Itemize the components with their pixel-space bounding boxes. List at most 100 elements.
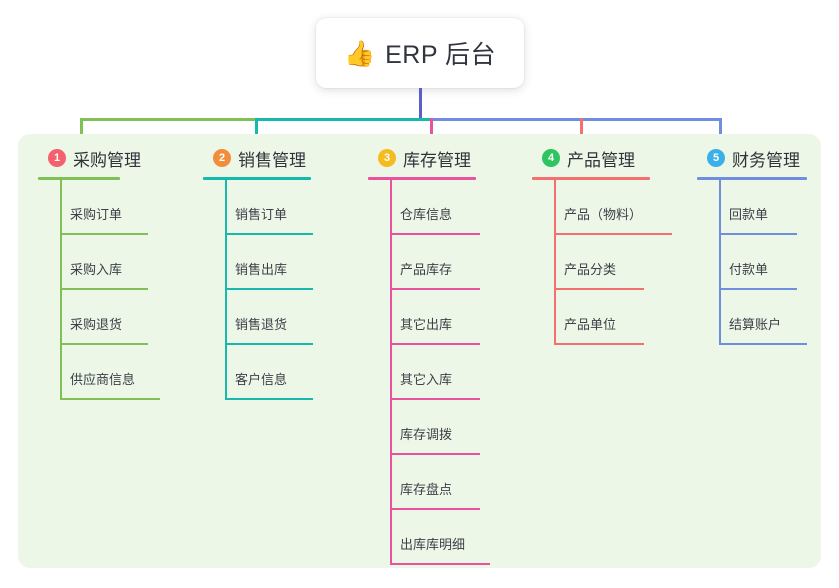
column-spine-1 bbox=[60, 180, 62, 400]
menu-item[interactable]: 产品库存 bbox=[390, 235, 490, 290]
column-badge-icon-3: 3 bbox=[378, 149, 396, 167]
menu-item-rule bbox=[390, 508, 480, 510]
column-items-5: 回款单付款单结算账户 bbox=[697, 180, 819, 345]
menu-item-rule bbox=[390, 288, 480, 290]
column-header-3[interactable]: 3 库存管理 bbox=[368, 146, 490, 170]
menu-item-rule bbox=[719, 343, 807, 345]
menu-item-rule bbox=[390, 453, 480, 455]
menu-item-rule bbox=[225, 343, 313, 345]
column-badge-icon-4: 4 bbox=[542, 149, 560, 167]
column-badge-icon-5: 5 bbox=[707, 149, 725, 167]
menu-item[interactable]: 销售订单 bbox=[225, 180, 325, 235]
column-badge-icon-1: 1 bbox=[48, 149, 66, 167]
menu-item-rule bbox=[60, 343, 148, 345]
menu-item-label: 供应商信息 bbox=[70, 372, 136, 387]
column-header-2[interactable]: 2 销售管理 bbox=[203, 146, 325, 170]
menu-item-label: 采购入库 bbox=[70, 262, 123, 277]
horizontal-connector-segment-1 bbox=[80, 118, 255, 121]
column-4: 4 产品管理产品（物料） 产品分类产品单位 bbox=[532, 146, 672, 345]
menu-item[interactable]: 产品（物料） bbox=[554, 180, 672, 235]
menu-item-rule bbox=[719, 233, 797, 235]
menu-item-label: 其它入库 bbox=[400, 372, 453, 387]
menu-item[interactable]: 结算账户 bbox=[719, 290, 819, 345]
thumbs-up-icon: 👍 bbox=[343, 38, 376, 68]
menu-item[interactable]: 产品分类 bbox=[554, 235, 654, 290]
column-items-3: 仓库信息产品库存其它出库其它入库库存调拨库存盘点出库库明细 bbox=[368, 180, 490, 565]
column-items-2: 销售订单销售出库销售退货客户信息 bbox=[203, 180, 325, 400]
menu-item-label: 产品库存 bbox=[400, 262, 453, 277]
column-spine-2 bbox=[225, 180, 227, 400]
menu-item-label: 产品（物料） bbox=[564, 207, 643, 222]
column-header-rule-1 bbox=[38, 177, 120, 180]
column-header-rule-4 bbox=[532, 177, 650, 180]
menu-item-label: 采购订单 bbox=[70, 207, 123, 222]
menu-item-rule bbox=[60, 288, 148, 290]
column-badge-icon-2: 2 bbox=[213, 149, 231, 167]
menu-item-label: 销售退货 bbox=[235, 317, 288, 332]
menu-item-label: 客户信息 bbox=[235, 372, 288, 387]
root-stem-connector bbox=[419, 88, 422, 121]
column-header-1[interactable]: 1 采购管理 bbox=[38, 146, 160, 170]
root-node[interactable]: 👍 ERP 后台 bbox=[316, 18, 524, 88]
menu-item[interactable]: 采购退货 bbox=[60, 290, 160, 345]
root-title: ERP 后台 bbox=[385, 41, 497, 69]
column-items-1: 采购订单采购入库采购退货供应商信息 bbox=[38, 180, 160, 400]
menu-item-label: 销售订单 bbox=[235, 207, 288, 222]
menu-item-rule bbox=[719, 288, 797, 290]
column-3: 3 库存管理仓库信息产品库存其它出库其它入库库存调拨库存盘点出库库明细 bbox=[368, 146, 490, 565]
column-spine-4 bbox=[554, 180, 556, 345]
menu-item-rule bbox=[554, 288, 644, 290]
menu-item[interactable]: 库存调拨 bbox=[390, 400, 490, 455]
menu-item-rule bbox=[390, 563, 490, 565]
menu-item[interactable]: 出库库明细 bbox=[390, 510, 490, 565]
column-title-4: 产品管理 bbox=[567, 150, 635, 170]
menu-item[interactable]: 采购订单 bbox=[60, 180, 160, 235]
column-title-2: 销售管理 bbox=[238, 150, 306, 170]
menu-item[interactable]: 客户信息 bbox=[225, 345, 325, 400]
menu-item[interactable]: 其它入库 bbox=[390, 345, 490, 400]
menu-item-rule bbox=[60, 233, 148, 235]
menu-item[interactable]: 产品单位 bbox=[554, 290, 654, 345]
menu-item[interactable]: 回款单 bbox=[719, 180, 819, 235]
menu-item-label: 采购退货 bbox=[70, 317, 123, 332]
menu-item-rule bbox=[390, 343, 480, 345]
column-header-rule-3 bbox=[368, 177, 476, 180]
menu-item-rule bbox=[390, 233, 480, 235]
menu-item-label: 其它出库 bbox=[400, 317, 453, 332]
menu-item[interactable]: 采购入库 bbox=[60, 235, 160, 290]
horizontal-connector-segment-2 bbox=[255, 118, 430, 121]
column-spine-3 bbox=[390, 180, 392, 565]
content-panel bbox=[18, 134, 821, 568]
menu-item-rule bbox=[554, 343, 644, 345]
menu-item[interactable]: 付款单 bbox=[719, 235, 819, 290]
column-title-3: 库存管理 bbox=[403, 150, 471, 170]
menu-item[interactable]: 供应商信息 bbox=[60, 345, 160, 400]
menu-item-label: 销售出库 bbox=[235, 262, 288, 277]
column-2: 2 销售管理销售订单销售出库销售退货客户信息 bbox=[203, 146, 325, 400]
menu-item-label: 结算账户 bbox=[729, 317, 782, 332]
menu-item-rule bbox=[554, 233, 672, 235]
menu-item[interactable]: 仓库信息 bbox=[390, 180, 490, 235]
menu-item-rule bbox=[225, 398, 313, 400]
column-1: 1 采购管理采购订单采购入库采购退货供应商信息 bbox=[38, 146, 160, 400]
menu-item[interactable]: 其它出库 bbox=[390, 290, 490, 345]
menu-item[interactable]: 销售出库 bbox=[225, 235, 325, 290]
menu-item[interactable]: 销售退货 bbox=[225, 290, 325, 345]
menu-item-label: 库存调拨 bbox=[400, 427, 453, 442]
menu-item-label: 回款单 bbox=[729, 207, 769, 222]
column-header-rule-2 bbox=[203, 177, 311, 180]
column-title-1: 采购管理 bbox=[73, 150, 141, 170]
menu-item-rule bbox=[60, 398, 160, 400]
menu-item-label: 仓库信息 bbox=[400, 207, 453, 222]
menu-item-rule bbox=[225, 288, 313, 290]
column-header-4[interactable]: 4 产品管理 bbox=[532, 146, 654, 170]
menu-item-rule bbox=[390, 398, 480, 400]
menu-item-label: 付款单 bbox=[729, 262, 769, 277]
menu-item[interactable]: 库存盘点 bbox=[390, 455, 490, 510]
menu-item-label: 产品单位 bbox=[564, 317, 617, 332]
column-header-rule-5 bbox=[697, 177, 807, 180]
column-items-4: 产品（物料） 产品分类产品单位 bbox=[532, 180, 672, 345]
menu-item-rule bbox=[225, 233, 313, 235]
